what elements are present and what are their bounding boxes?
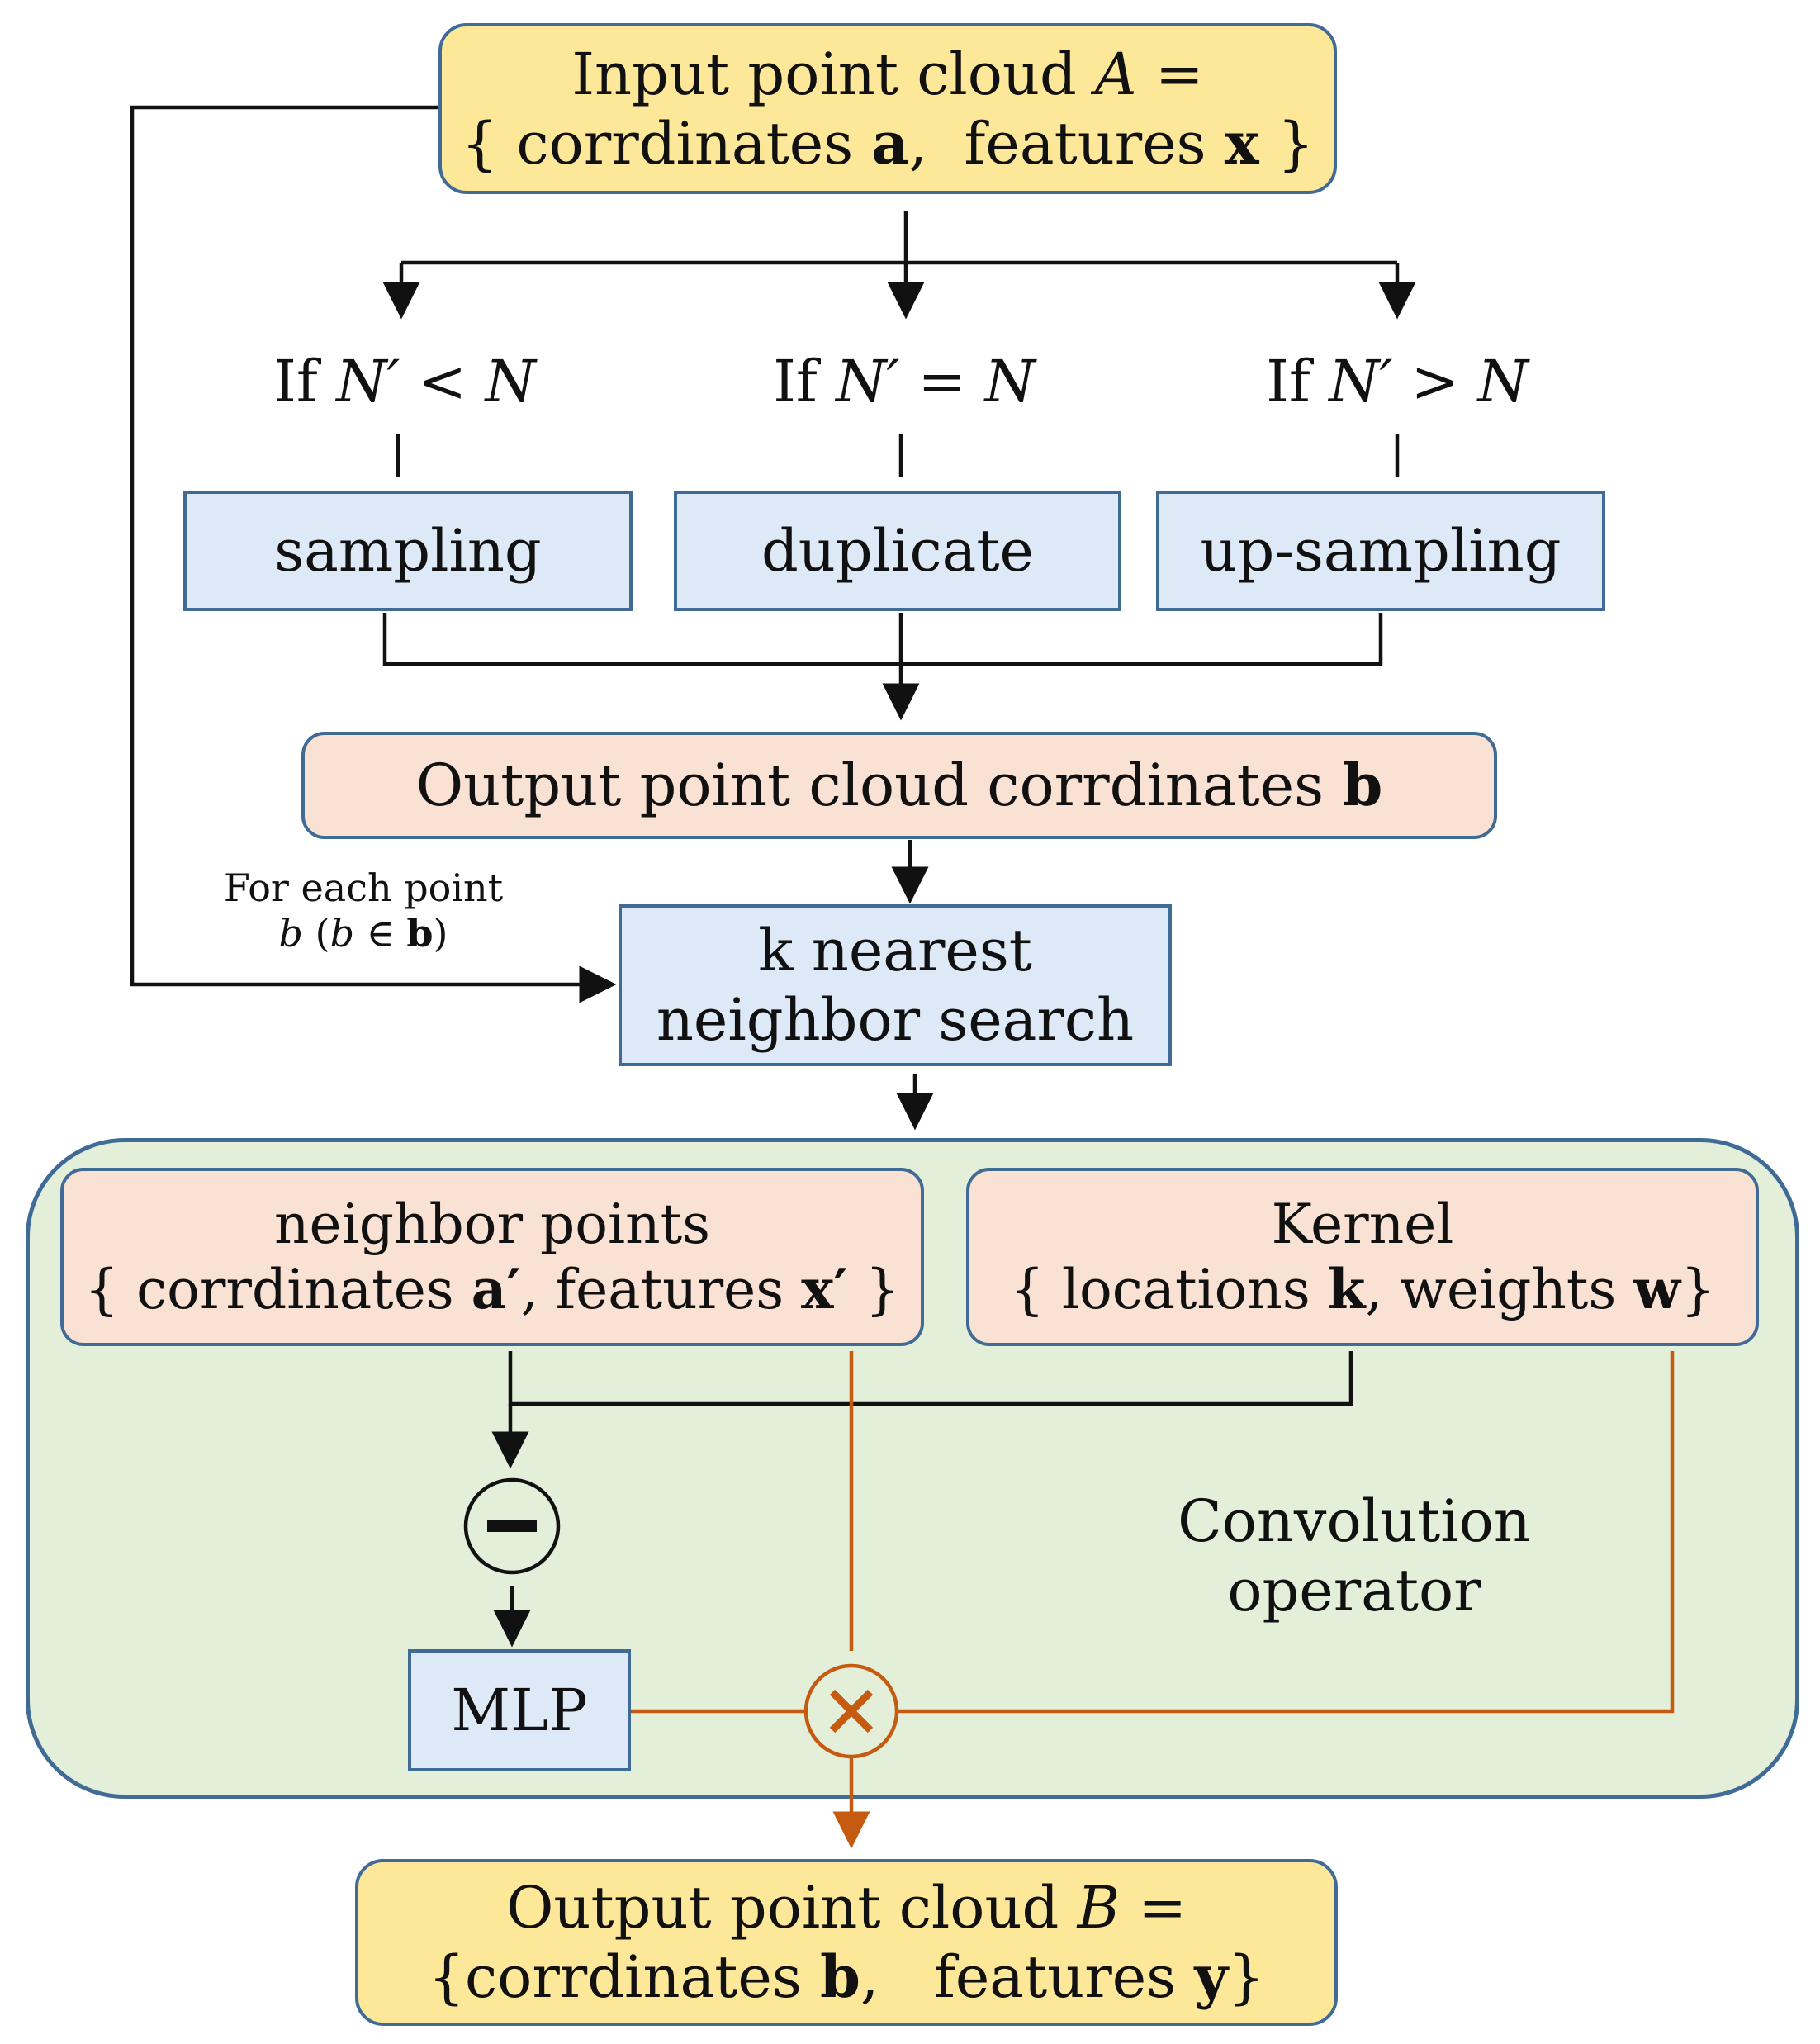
input-set-line: { corrdinates a, features x } bbox=[461, 108, 1315, 178]
input-title-line: Input point cloud A = bbox=[571, 40, 1204, 108]
duplicate-box: duplicate bbox=[674, 491, 1121, 611]
input-point-cloud-box: Input point cloud A = { corrdinates a, f… bbox=[438, 23, 1337, 194]
up-sampling-box: up-sampling bbox=[1156, 491, 1605, 611]
merge-line bbox=[382, 613, 1383, 666]
output-point-cloud-box: Output point cloud B = {corrdinates b, f… bbox=[355, 1859, 1338, 2026]
condition-equal: If N′ = N bbox=[773, 348, 1036, 415]
sampling-box: sampling bbox=[183, 491, 633, 611]
mlp-box: MLP bbox=[408, 1649, 631, 1771]
knn-search-box: k nearest neighbor search bbox=[619, 904, 1172, 1066]
convolution-operator-label: Convolution operator bbox=[1178, 1487, 1531, 1624]
weights-to-multiply-line bbox=[895, 1351, 1675, 1714]
kernel-box: Kernel { locations k, weights w} bbox=[966, 1168, 1759, 1346]
condition-less: If N′ < N bbox=[273, 348, 536, 415]
input-to-knn-line bbox=[130, 105, 617, 1003]
for-each-point-label: For each point b (b ∈ b) bbox=[223, 865, 504, 956]
condition-greater: If N′ > N bbox=[1266, 348, 1529, 415]
output-coordinates-box: Output point cloud corrdinates b bbox=[301, 732, 1497, 839]
neighbor-points-box: neighbor points { corrdinates a′, featur… bbox=[60, 1168, 924, 1346]
